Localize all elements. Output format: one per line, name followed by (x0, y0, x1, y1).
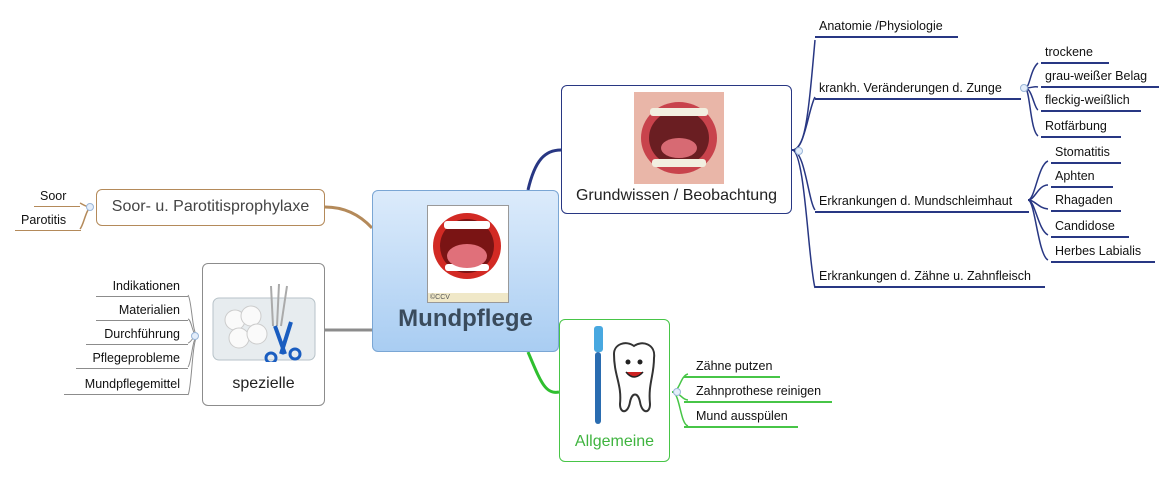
topic-spezielle[interactable]: spezielle (202, 263, 325, 406)
image-caption: ©CCV (428, 293, 508, 302)
leaf-zaehne-putzen[interactable]: Zähne putzen (684, 359, 780, 378)
topic-label: spezielle (232, 375, 295, 392)
leaf-soor[interactable]: Soor (34, 189, 80, 207)
leaf-mundpflegemittel[interactable]: Mundpflegemittel (64, 377, 188, 395)
leaf-candidose[interactable]: Candidose (1051, 219, 1129, 238)
collapse-toggle[interactable] (191, 332, 199, 340)
central-title: Mundpflege (398, 305, 533, 332)
collapse-toggle[interactable] (86, 203, 94, 211)
central-topic[interactable]: ©CCV Mundpflege (372, 190, 559, 352)
leaf-trockene[interactable]: trockene (1041, 45, 1109, 64)
subtopic-zunge[interactable]: krankh. Veränderungen d. Zunge (815, 81, 1021, 100)
cotton-tray-icon (212, 283, 316, 362)
subtopic-anatomie[interactable]: Anatomie /Physiologie (815, 19, 958, 38)
leaf-materialien[interactable]: Materialien (96, 303, 188, 321)
collapse-toggle[interactable] (795, 147, 803, 155)
throat-photo-icon (634, 92, 724, 184)
collapse-toggle[interactable] (673, 388, 681, 396)
leaf-belag[interactable]: grau-weißer Belag (1041, 69, 1159, 88)
leaf-mund-ausspuelen[interactable]: Mund ausspülen (684, 409, 798, 428)
subtopic-zaehne[interactable]: Erkrankungen d. Zähne u. Zahnfleisch (815, 269, 1045, 288)
collapse-toggle[interactable] (1020, 84, 1028, 92)
leaf-pflegeprobleme[interactable]: Pflegeprobleme (76, 351, 188, 369)
topic-label: Allgemeine (574, 433, 655, 450)
topic-grundwissen[interactable]: Grundwissen / Beobachtung (561, 85, 792, 214)
subtopic-schleimhaut[interactable]: Erkrankungen d. Mundschleimhaut (815, 194, 1029, 213)
leaf-rotfaerbung[interactable]: Rotfärbung (1041, 119, 1121, 138)
leaf-stomatitis[interactable]: Stomatitis (1051, 145, 1121, 164)
leaf-fleckig[interactable]: fleckig-weißlich (1041, 93, 1141, 112)
topic-label: Soor- u. Parotitisprophylaxe (111, 198, 310, 215)
toothbrush-tooth-icon (594, 326, 656, 424)
leaf-zahnprothese[interactable]: Zahnprothese reinigen (684, 384, 832, 403)
leaf-herbes[interactable]: Herbes Labialis (1051, 244, 1155, 263)
topic-allgemeine[interactable]: Allgemeine (559, 319, 670, 462)
open-mouth-icon: ©CCV (427, 205, 509, 303)
leaf-parotitis[interactable]: Parotitis (15, 213, 81, 231)
topic-soor[interactable]: Soor- u. Parotitisprophylaxe (96, 189, 325, 226)
leaf-durchfuehrung[interactable]: Durchführung (86, 327, 188, 345)
leaf-indikationen[interactable]: Indikationen (96, 279, 188, 297)
topic-label: Grundwissen / Beobachtung (575, 187, 777, 204)
leaf-aphten[interactable]: Aphten (1051, 169, 1113, 188)
leaf-rhagaden[interactable]: Rhagaden (1051, 193, 1121, 212)
